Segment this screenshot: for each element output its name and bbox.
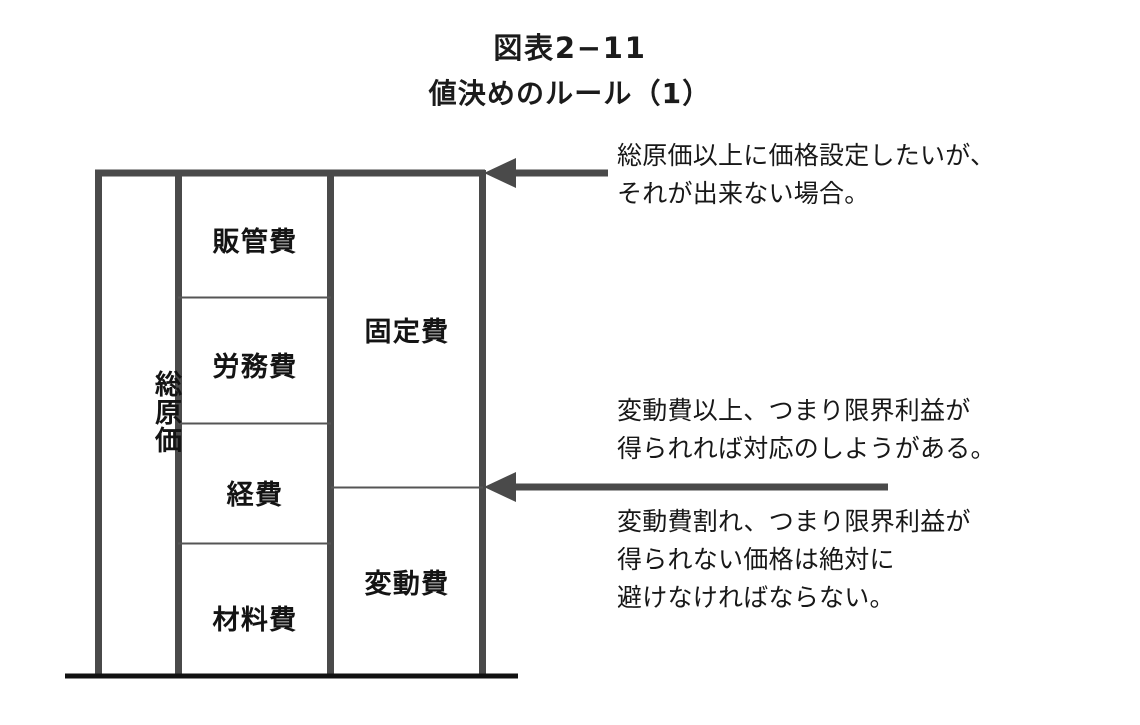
figure-number: 図表2−11: [493, 31, 647, 65]
annotation-below-variable-cost: 変動費割れ、つまり限界利益が 得られない価格は絶対に 避けなければならない。: [617, 507, 971, 612]
annotation-above-variable-cost: 変動費以上、つまり限界利益が 得られれば対応のしようがある。: [617, 396, 996, 463]
cost-element-dividers: [178, 296, 331, 545]
cell-label-fixed-cost: 固定費: [364, 317, 450, 348]
cell-label-labor-cost: 労務費: [212, 352, 298, 383]
title-block: 図表2−11 値決めのルール（1）: [0, 30, 1140, 111]
annotation-total-cost: 総原価以上に価格設定したいが、 それが出来ない場合。: [617, 141, 996, 208]
arrow-to-variable-cost-boundary: [484, 472, 888, 502]
cell-label-overhead-expense: 経費: [226, 480, 284, 511]
page-title: 値決めのルール（1）: [428, 77, 712, 111]
arrow-to-total-cost: [484, 158, 608, 188]
cell-label-selling-admin-expense: 販管費: [212, 227, 298, 258]
cell-label-variable-cost: 変動費: [364, 569, 450, 600]
cell-label-material-cost: 材料費: [212, 605, 298, 636]
cell-label-total-cost: 総原価: [150, 370, 181, 455]
